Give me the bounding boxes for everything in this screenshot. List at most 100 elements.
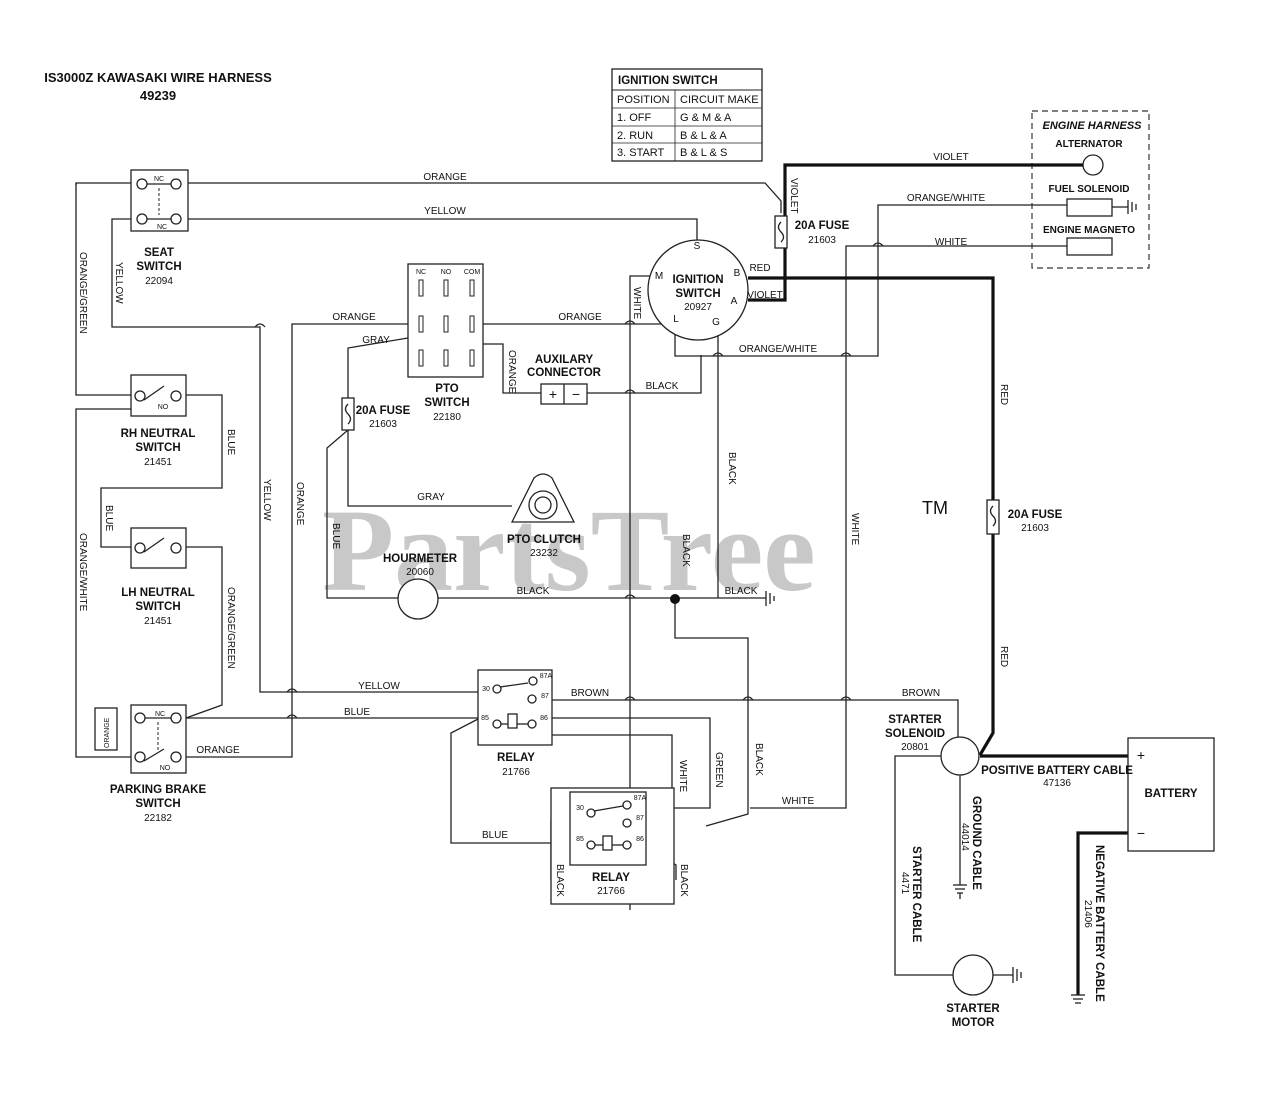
wire-label: 47136 bbox=[1043, 778, 1071, 789]
wire-label: ORANGE/WHITE bbox=[907, 193, 986, 204]
engine-harness-heading: ENGINE HARNESS bbox=[1042, 120, 1142, 132]
wire-label: BLACK bbox=[517, 586, 550, 597]
wire-labels-vertical: VIOLET ORANGE/GREEN YELLOW WHITE ORANGE … bbox=[77, 178, 1105, 1002]
wire-label: YELLOW bbox=[113, 262, 124, 304]
lh-neutral-part: 21451 bbox=[144, 616, 172, 627]
ground-icon bbox=[953, 884, 967, 899]
starter-solenoid-part: 20801 bbox=[901, 742, 929, 753]
wire-label: GRAY bbox=[417, 492, 445, 503]
pin-g-label: G bbox=[712, 317, 720, 328]
wire-label: 21406 bbox=[1082, 900, 1093, 928]
wire-label: YELLOW bbox=[358, 681, 400, 692]
pto-clutch-part: 23232 bbox=[530, 548, 558, 559]
parking-brake-label: SWITCH bbox=[135, 798, 180, 810]
seat-switch-label: SEAT bbox=[144, 247, 174, 259]
ignition-switch: IGNITION SWITCH 20927 S M B A L G bbox=[647, 239, 749, 341]
wire-label: ORANGE/GREEN bbox=[225, 587, 236, 669]
wire-label: YELLOW bbox=[261, 479, 272, 521]
fuse-mid: 20A FUSE 21603 bbox=[341, 397, 411, 431]
wire-label: VIOLET bbox=[747, 290, 783, 301]
plus-icon: + bbox=[549, 386, 557, 402]
wire-label: BLACK bbox=[680, 534, 691, 567]
wire-label: BLUE bbox=[103, 505, 114, 531]
battery-label: BATTERY bbox=[1144, 788, 1197, 800]
parking-brake-switch: ORANGE NC NO PARKING BRAKE SWITCH 22182 bbox=[94, 704, 207, 824]
pin-label: 85 bbox=[481, 715, 489, 722]
wire-label: BLUE bbox=[330, 523, 341, 549]
fuse-part: 21603 bbox=[1021, 523, 1049, 534]
wire-label: ORANGE bbox=[506, 350, 517, 394]
engine-magneto-symbol bbox=[1066, 237, 1113, 256]
wire-label: ORANGE bbox=[196, 745, 240, 756]
wire-label: POSITIVE BATTERY CABLE bbox=[981, 765, 1133, 777]
wire-label: WHITE bbox=[849, 513, 860, 546]
nc-label: NC bbox=[154, 176, 164, 183]
fuse-right: 20A FUSE 21603 bbox=[986, 499, 1063, 535]
pto-switch-part: 22180 bbox=[433, 412, 461, 423]
pin-label: 30 bbox=[576, 805, 584, 812]
wire-label: WHITE bbox=[782, 796, 815, 807]
fuse-label: 20A FUSE bbox=[795, 220, 850, 232]
wire-label: BLACK bbox=[753, 743, 764, 776]
wire-label: NEGATIVE BATTERY CABLE bbox=[1093, 845, 1105, 1002]
table-cell: G & M & A bbox=[680, 112, 732, 124]
wire-label: ORANGE bbox=[294, 482, 305, 526]
pin-label: 30 bbox=[482, 686, 490, 693]
fuse-label: 20A FUSE bbox=[356, 405, 411, 417]
no-label: NO bbox=[158, 404, 169, 411]
plus-icon: + bbox=[1137, 747, 1145, 763]
wire-label: BLACK bbox=[646, 381, 679, 392]
fuel-solenoid-symbol bbox=[1066, 198, 1113, 217]
parking-brake-label: PARKING BRAKE bbox=[110, 784, 207, 796]
relay-part: 21766 bbox=[597, 886, 625, 897]
wire-label: BROWN bbox=[902, 688, 940, 699]
fuse-part: 21603 bbox=[369, 419, 397, 430]
table-cell: 2. RUN bbox=[617, 130, 653, 142]
wire-label: ORANGE/GREEN bbox=[77, 252, 88, 334]
starter-motor-label: MOTOR bbox=[952, 1017, 995, 1029]
ground-icon bbox=[765, 591, 775, 606]
no-label: NO bbox=[441, 269, 452, 276]
nc-label: NC bbox=[157, 224, 167, 231]
table-heading: IGNITION SWITCH bbox=[618, 75, 718, 87]
watermark-tm: TM bbox=[922, 498, 948, 518]
ground-icon bbox=[1112, 200, 1137, 214]
rh-neutral-part: 21451 bbox=[144, 457, 172, 468]
relay-label: RELAY bbox=[497, 752, 535, 764]
pin-label: 87A bbox=[540, 673, 553, 680]
rh-neutral-label: SWITCH bbox=[135, 442, 180, 454]
wire-label: WHITE bbox=[631, 287, 642, 320]
wire-label: BLUE bbox=[482, 830, 508, 841]
wire-label: BROWN bbox=[571, 688, 609, 699]
engine-magneto-label: ENGINE MAGNETO bbox=[1043, 225, 1135, 236]
relay-label: RELAY bbox=[592, 872, 630, 884]
relay-part: 21766 bbox=[502, 767, 530, 778]
minus-icon: − bbox=[1137, 825, 1145, 841]
wire-label: BLACK bbox=[554, 864, 565, 897]
wire-label: RED bbox=[998, 646, 1009, 667]
pin-label: 85 bbox=[576, 836, 584, 843]
wire-label: VIOLET bbox=[788, 178, 799, 214]
wire-label: GREEN bbox=[713, 752, 724, 788]
wire-label: BLACK bbox=[725, 586, 758, 597]
pto-switch-label: SWITCH bbox=[424, 397, 469, 409]
lh-neutral-label: SWITCH bbox=[135, 601, 180, 613]
hourmeter: HOURMETER 20060 bbox=[383, 553, 458, 620]
lh-neutral-label: LH NEUTRAL bbox=[121, 587, 194, 599]
fuse-top: 20A FUSE 21603 bbox=[774, 215, 850, 249]
pin-a-label: A bbox=[731, 296, 738, 307]
wire-label: GROUND CABLE bbox=[970, 796, 982, 890]
pto-switch-label: PTO bbox=[435, 383, 458, 395]
pin-label: 86 bbox=[540, 715, 548, 722]
wire-label: YELLOW bbox=[424, 206, 466, 217]
table-cell: 1. OFF bbox=[617, 112, 652, 124]
wire-label: RED bbox=[749, 263, 770, 274]
pin-s-label: S bbox=[694, 241, 701, 252]
splice-node bbox=[670, 594, 680, 604]
pin-label: 87A bbox=[634, 795, 647, 802]
pto-switch: NC NO COM PTO SWITCH 22180 bbox=[407, 263, 484, 423]
rh-neutral-label: RH NEUTRAL bbox=[121, 428, 196, 440]
com-label: COM bbox=[464, 269, 481, 276]
diagram-title: IS3000Z KAWASAKI WIRE HARNESS bbox=[44, 70, 272, 85]
